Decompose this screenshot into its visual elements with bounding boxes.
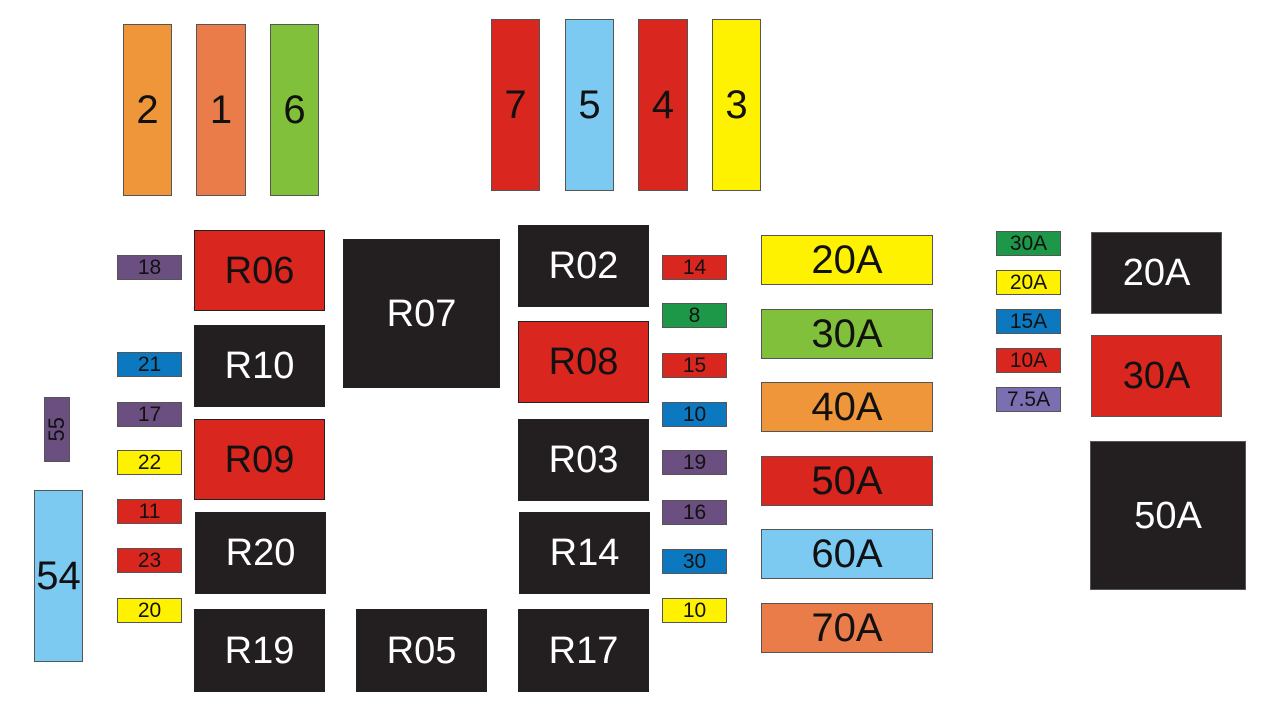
relay-r17: R17 xyxy=(518,609,649,692)
mini-fuse-8: 8 xyxy=(662,303,727,328)
legend-mini-15a: 15A xyxy=(996,309,1061,334)
maxi-fuse-50a: 50A xyxy=(761,456,933,506)
relay-r08: R08 xyxy=(518,321,649,403)
mini-fuse-22: 22 xyxy=(117,450,182,475)
legend-mini-30a: 30A xyxy=(996,231,1061,256)
fuse-2: 2 xyxy=(123,24,172,196)
mini-fuse-23: 23 xyxy=(117,548,182,573)
maxi-fuse-60a: 60A xyxy=(761,529,933,579)
relay-r07: R07 xyxy=(343,239,500,388)
legend-mini-10a: 10A xyxy=(996,348,1061,373)
fuse-3: 3 xyxy=(712,19,761,191)
fuse-5: 5 xyxy=(565,19,614,191)
legend-mini-7-5a: 7.5A xyxy=(996,387,1061,412)
maxi-fuse-20a: 20A xyxy=(761,235,933,285)
mini-fuse-15: 15 xyxy=(662,353,727,378)
mini-fuse-21: 21 xyxy=(117,352,182,377)
relay-r06: R06 xyxy=(194,230,325,311)
legend-mini-20a: 20A xyxy=(996,270,1061,295)
mini-fuse-10-yellow: 10 xyxy=(662,598,727,623)
relay-r02: R02 xyxy=(518,225,649,307)
legend-fuse-20a: 20A xyxy=(1091,232,1222,314)
mini-fuse-11: 11 xyxy=(117,499,182,524)
relay-r19: R19 xyxy=(194,609,325,692)
maxi-fuse-30a: 30A xyxy=(761,309,933,359)
relay-r14: R14 xyxy=(519,512,650,594)
fuse-1: 1 xyxy=(196,24,246,196)
mini-fuse-16: 16 xyxy=(662,500,727,525)
legend-fuse-30a: 30A xyxy=(1091,335,1222,417)
relay-r20: R20 xyxy=(195,512,326,594)
fuse-54: 54 xyxy=(34,490,83,662)
mini-fuse-18: 18 xyxy=(117,255,182,280)
mini-fuse-20: 20 xyxy=(117,598,182,623)
mini-fuse-30: 30 xyxy=(662,549,727,574)
mini-fuse-10-blue: 10 xyxy=(662,402,727,427)
mini-fuse-17: 17 xyxy=(117,402,182,427)
fuse-55: 55 xyxy=(44,397,70,462)
fuse-7: 7 xyxy=(491,19,540,191)
mini-fuse-14: 14 xyxy=(662,255,727,280)
legend-fuse-50a: 50A xyxy=(1090,441,1246,590)
relay-r10: R10 xyxy=(194,325,325,407)
fuse-4: 4 xyxy=(638,19,688,191)
mini-fuse-19: 19 xyxy=(662,450,727,475)
relay-r05: R05 xyxy=(356,609,487,692)
maxi-fuse-70a: 70A xyxy=(761,603,933,653)
maxi-fuse-40a: 40A xyxy=(761,382,933,432)
relay-r09: R09 xyxy=(194,419,325,500)
fuse-6: 6 xyxy=(270,24,319,196)
relay-r03: R03 xyxy=(518,419,649,501)
